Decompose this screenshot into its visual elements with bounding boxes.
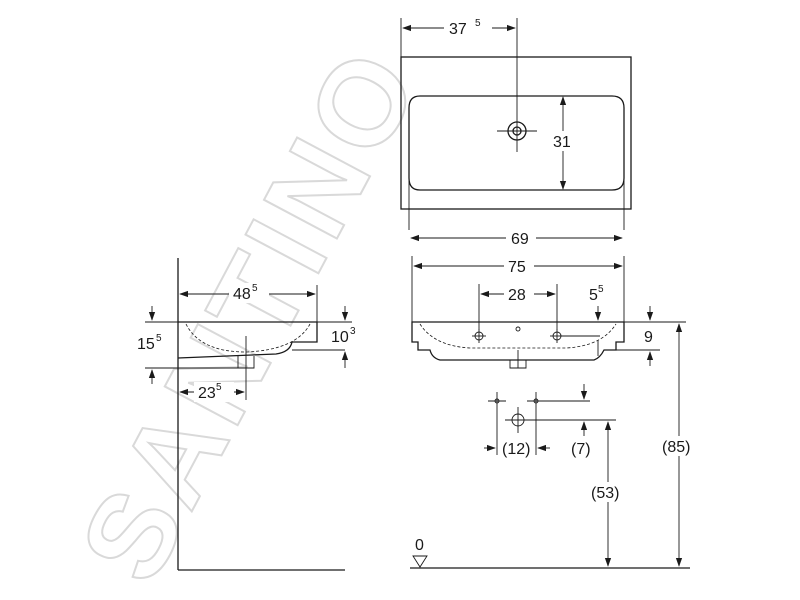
dim-total-height-sup: 5 (156, 333, 162, 344)
floor-level: 0 (415, 537, 424, 554)
dim-total-height: 15 (137, 336, 155, 353)
dim-tap-spacing: 28 (508, 287, 526, 304)
front-view: 75 28 5 5 9 (85) (410, 256, 698, 569)
dim-rim-height: 10 (331, 329, 349, 346)
side-view: 48 5 15 5 10 3 23 5 (137, 258, 356, 571)
dim-tap-edge-sup: 5 (598, 284, 604, 295)
basin-profile-side (177, 321, 318, 359)
dim-drain-height: (53) (591, 485, 619, 502)
dim-outer-width: 75 (508, 259, 526, 276)
watermark: SANTINO (55, 25, 447, 600)
dim-rim-height-sup: 3 (350, 326, 356, 337)
tap-hole-marks (472, 326, 564, 343)
basin-profile-front (411, 321, 625, 361)
dim-inner-width: 69 (511, 231, 529, 248)
basin-bowl-top (408, 95, 625, 191)
dim-rim: 9 (644, 329, 653, 346)
dim-tap-edge: 5 (589, 287, 598, 304)
dim-drain-offset: 23 (198, 385, 216, 402)
floor-level-marker (412, 555, 428, 568)
dim-depth: 31 (553, 134, 571, 151)
dim-side-depth-sup: 5 (252, 283, 258, 294)
dim-tap-offset: 37 (449, 21, 467, 38)
dim-side-depth: 48 (233, 286, 251, 303)
dim-drain-offset-sup: 5 (216, 382, 222, 393)
dim-connection-spacing: (12) (502, 441, 530, 458)
basin-outline-top (400, 56, 632, 210)
top-view: 37 5 31 69 (400, 18, 632, 248)
connection-marks (488, 392, 545, 433)
dim-connection-drop: (7) (571, 441, 591, 458)
dim-mount-height: (85) (662, 439, 690, 456)
dim-tap-offset-sup: 5 (475, 18, 481, 29)
